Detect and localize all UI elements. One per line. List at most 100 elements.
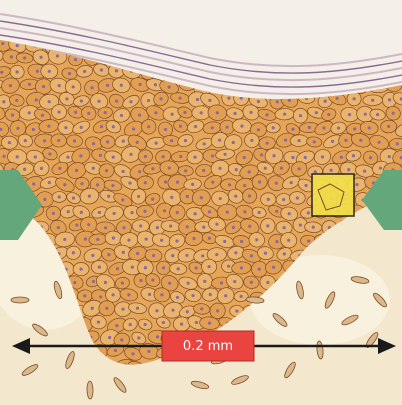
cell-nucleus [170, 196, 173, 199]
cell-nucleus [216, 309, 219, 312]
cell-nucleus [112, 212, 115, 215]
cell-nucleus [378, 141, 381, 144]
cell-nucleus [234, 195, 237, 198]
cell-nucleus [191, 183, 194, 186]
cell-nucleus [136, 252, 139, 255]
cell-nucleus [58, 195, 61, 198]
cell-nucleus [282, 226, 285, 229]
cell-nucleus [100, 125, 103, 128]
cell-nucleus [120, 114, 123, 117]
cell-nucleus [227, 265, 230, 268]
cell-nucleus [23, 168, 26, 171]
cell-nucleus [265, 113, 268, 116]
cell-nucleus [267, 198, 270, 201]
cell-nucleus [313, 140, 316, 143]
cell-nucleus [287, 239, 290, 242]
cell-nucleus [90, 86, 93, 89]
cell-nucleus [235, 168, 238, 171]
cell-nucleus [16, 127, 19, 130]
cell-nucleus [226, 211, 229, 214]
cell-nucleus [233, 280, 236, 283]
cell-nucleus [112, 155, 115, 158]
cell-nucleus [151, 198, 154, 201]
cell-nucleus [72, 251, 75, 254]
cell-nucleus [139, 279, 142, 282]
cell-nucleus [92, 167, 95, 170]
cell-nucleus [195, 266, 198, 269]
cell-nucleus [63, 238, 66, 241]
cell-nucleus [243, 156, 246, 159]
cell-nucleus [104, 111, 107, 114]
scale-bar-label: 0.2 mm [183, 339, 233, 354]
fibroblast-cell [87, 381, 93, 399]
cell-nucleus [16, 44, 19, 47]
cell-nucleus [240, 124, 243, 127]
cell-nucleus [131, 352, 134, 355]
cell-nucleus [136, 307, 139, 310]
cell-nucleus [272, 154, 275, 157]
cell-nucleus [348, 113, 351, 116]
cell-nucleus [75, 223, 78, 226]
cell-nucleus [151, 278, 154, 281]
cell-nucleus [107, 195, 110, 198]
cell-nucleus [121, 281, 124, 284]
cell-nucleus [250, 281, 253, 284]
cell-nucleus [176, 181, 179, 184]
cell-nucleus [116, 267, 119, 270]
cell-nucleus [234, 251, 237, 254]
cell-nucleus [72, 196, 75, 199]
cell-nucleus [129, 100, 132, 103]
cell-nucleus [48, 152, 51, 155]
cell-nucleus [211, 181, 214, 184]
scale-bar: 0.2 mm [162, 331, 254, 361]
cell-nucleus [194, 212, 197, 215]
cell-nucleus [112, 236, 115, 239]
cell-nucleus [232, 141, 235, 144]
cell-nucleus [136, 141, 139, 144]
cell-nucleus [227, 97, 230, 100]
cell-nucleus [299, 114, 302, 117]
cell-nucleus [218, 139, 221, 142]
cell-nucleus [297, 139, 300, 142]
cell-nucleus [232, 226, 235, 229]
cell-nucleus [260, 153, 263, 156]
cell-nucleus [171, 309, 174, 312]
cell-nucleus [127, 239, 130, 242]
cell-nucleus [169, 225, 172, 228]
cell-nucleus [184, 169, 187, 172]
cell-nucleus [168, 166, 171, 169]
cell-nucleus [65, 97, 68, 100]
cell-nucleus [104, 226, 107, 229]
cell-nucleus [200, 196, 203, 199]
cell-nucleus [115, 99, 118, 102]
cell-nucleus [156, 335, 159, 338]
cell-nucleus [84, 237, 87, 240]
cell-nucleus [67, 210, 70, 213]
cell-nucleus [192, 237, 195, 240]
cell-nucleus [11, 114, 14, 117]
cell-nucleus [170, 139, 173, 142]
cell-nucleus [162, 266, 165, 269]
cell-nucleus [379, 167, 382, 170]
cell-nucleus [130, 211, 133, 214]
cell-nucleus [92, 142, 95, 145]
cell-nucleus [202, 225, 205, 228]
cell-nucleus [99, 295, 102, 298]
cell-nucleus [180, 323, 183, 326]
cell-nucleus [233, 112, 236, 115]
cell-nucleus [257, 128, 260, 131]
cell-nucleus [122, 251, 125, 254]
cell-nucleus [115, 69, 118, 72]
cell-nucleus [73, 281, 76, 284]
cell-nucleus [73, 139, 76, 142]
highlight-box [312, 174, 354, 216]
cell-nucleus [207, 265, 210, 268]
cell-nucleus [91, 307, 94, 310]
cell-nucleus [364, 113, 367, 116]
cell-nucleus [63, 183, 66, 186]
cell-nucleus [139, 224, 142, 227]
cell-nucleus [193, 156, 196, 159]
cell-nucleus [57, 226, 60, 229]
cell-nucleus [275, 240, 278, 243]
